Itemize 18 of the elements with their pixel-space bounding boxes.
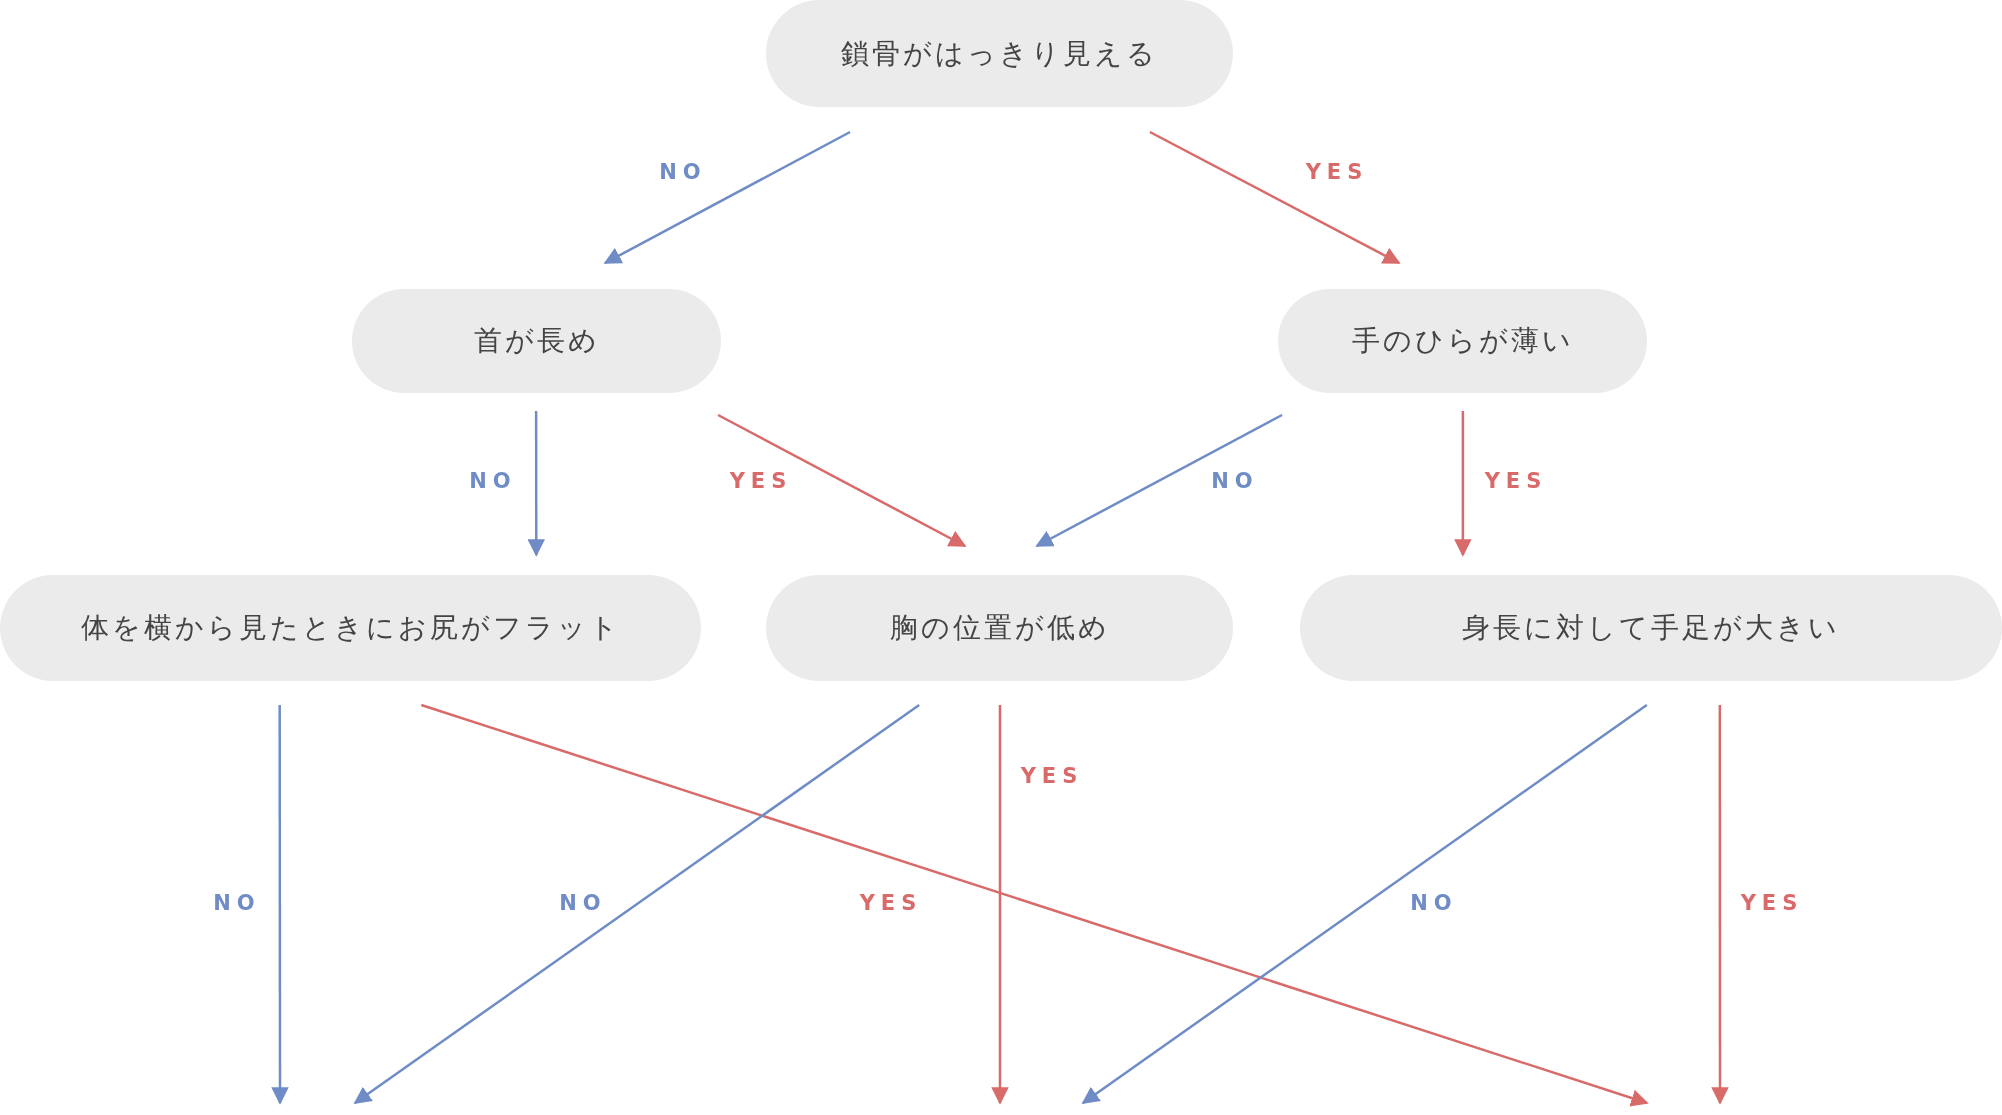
decision-box: 身長に対して手足が大きい	[1300, 575, 2002, 681]
arrow	[420, 703, 1649, 1107]
arrow	[717, 413, 967, 548]
arrow	[527, 411, 545, 557]
decision-box: 首が長め	[352, 289, 721, 393]
arrow	[1035, 413, 1283, 548]
arrow	[1149, 130, 1401, 265]
decision-box: 鎖骨がはっきり見える	[766, 0, 1233, 107]
decision-box: 胸の位置が低め	[766, 575, 1233, 681]
arrow	[353, 703, 920, 1105]
arrow	[991, 705, 1009, 1105]
decision-box: 体を横から見たときにお尻がフラット	[0, 575, 701, 681]
arrow	[1711, 705, 1729, 1105]
arrow	[603, 130, 851, 265]
arrow	[1081, 703, 1648, 1105]
arrow	[1454, 411, 1472, 557]
decision-box: 手のひらが薄い	[1278, 289, 1647, 393]
arrow	[271, 705, 289, 1105]
